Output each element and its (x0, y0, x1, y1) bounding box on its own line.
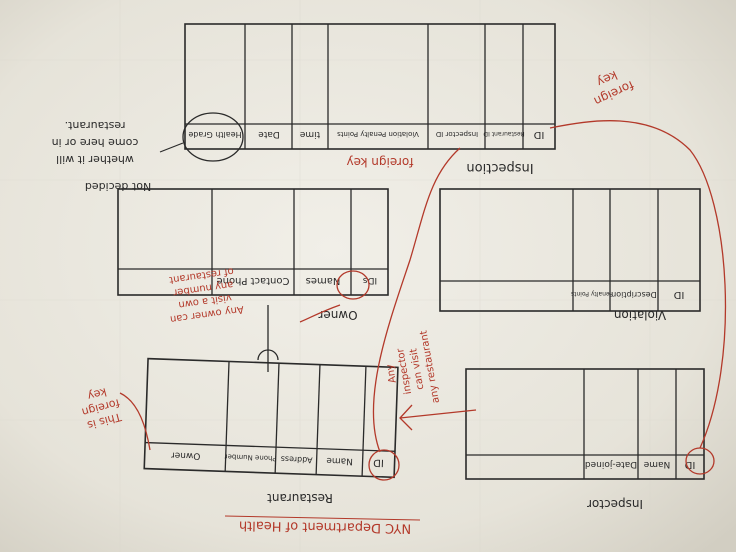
inspector-col-date-joined: Date-joined (585, 459, 637, 469)
owner-col-id: IDs (363, 275, 378, 285)
restaurant-col-owner: Owner (171, 449, 201, 460)
restaurant-to-inspection-line (372, 147, 461, 453)
not-decided-line-2: come here or in (52, 136, 139, 149)
inspector-restaurant-link (399, 409, 477, 419)
owner-table: IDs Names Contact Phone Owner (117, 188, 389, 322)
owner-id-circle (336, 270, 370, 300)
owner-caption: Owner (318, 308, 357, 322)
violation-col-penalty-points: Penalty Points (571, 290, 613, 297)
inspection-col-violation: Violation Penalty Points (337, 130, 419, 138)
inspector-col-name: Name (643, 459, 670, 469)
restaurant-table: ID Name Address Phone Number Owner Resta… (143, 357, 400, 505)
inspection-col-date: Date (258, 129, 280, 139)
relationship-lines (119, 120, 727, 453)
violation-table: ID Description Penalty Points Violation (439, 188, 701, 322)
owner-to-restaurant-line (299, 304, 341, 323)
inspector-col-id: ID (684, 459, 695, 470)
inspection-caption: Inspection (466, 160, 533, 175)
inspection-col-inspector-id: Inspector ID (436, 130, 478, 138)
inspection-table: ID Restaurant ID Inspector ID Violation … (182, 23, 556, 175)
restaurant-col-phone-number: Phone Number (224, 452, 276, 462)
inspection-col-restaurant-id: Restaurant ID (483, 130, 525, 137)
foreign-key-top-right-note: foreign key (592, 68, 636, 109)
footer-underline (224, 515, 421, 521)
inspection-col-health-grade: Health Grade (188, 130, 241, 139)
inspector-restaurant-fork (399, 404, 413, 431)
restaurant-caption: Restaurant (267, 491, 333, 505)
violation-col-description: Description (611, 290, 657, 299)
restaurant-id-circle (368, 449, 400, 481)
inspection-col-time: time (299, 129, 320, 139)
owner-col-names: Names (306, 275, 341, 286)
owner-col-contact-phone: Contact Phone (216, 275, 289, 286)
inspector-visit-line-1: Any (385, 363, 399, 384)
inspector-to-inspection-line (549, 120, 727, 449)
inspection-col-id: ID (533, 129, 544, 140)
not-decided-arrow (159, 142, 184, 153)
nyc-doh-footer: NYC Department of Health (239, 517, 412, 535)
this-is-fk-line-3: key (86, 385, 108, 403)
not-decided-line-1: whether it will (56, 153, 134, 166)
inspector-caption: Inspector (587, 497, 643, 511)
this-is-foreign-key-note: This is foreign key (80, 385, 123, 432)
violation-col-id: ID (673, 289, 684, 300)
owner-restaurant-connector (257, 305, 279, 372)
restaurant-col-id: ID (373, 457, 384, 468)
fk-arrow-left (119, 392, 151, 451)
restaurant-col-address: Address (281, 454, 313, 464)
restaurant-col-name: Name (326, 455, 353, 466)
foreign-key-inspection-note: foreign key (347, 155, 414, 169)
violation-caption: Violation (614, 308, 666, 322)
health-grade-circle (182, 112, 244, 162)
not-decided-line-3: restaurant. (65, 119, 126, 132)
